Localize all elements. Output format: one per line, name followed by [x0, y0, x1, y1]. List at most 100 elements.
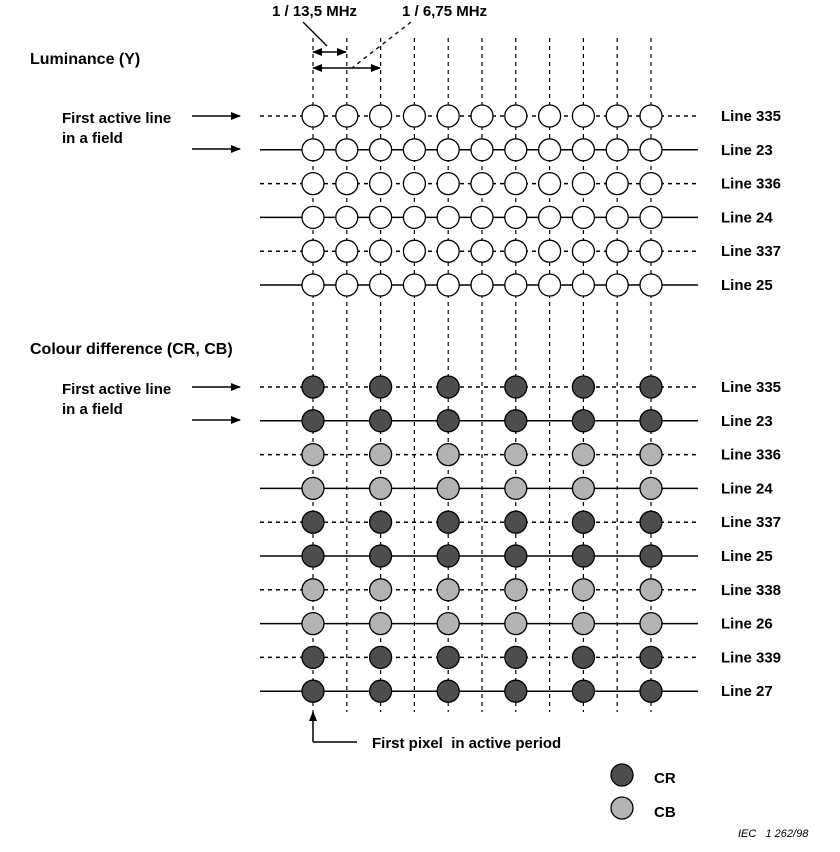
cr-sample	[368, 375, 393, 399]
legend: CR CB	[610, 763, 676, 821]
cb-sample	[571, 578, 596, 602]
luminance-sample	[605, 138, 629, 162]
cb-sample	[301, 611, 325, 636]
cr-sample	[504, 645, 528, 670]
period-coarse-label: 1 / 6,75 MHz	[402, 3, 487, 20]
luminance-sample	[605, 273, 629, 297]
luminance-sample	[537, 138, 562, 162]
luminance-sample	[639, 171, 663, 196]
cb-sample	[301, 476, 325, 501]
chroma-scan-lines	[260, 386, 698, 692]
cr-sample	[639, 544, 663, 568]
luminance-sample	[639, 273, 663, 297]
luminance-sample	[504, 104, 528, 128]
cb-sample	[436, 611, 460, 636]
cr-sample	[436, 375, 460, 399]
colour-difference-title: Colour difference (CR, CB)	[30, 341, 233, 358]
luminance-sample	[335, 205, 359, 230]
luminance-sample	[504, 273, 528, 297]
luminance-sample	[537, 273, 562, 297]
luminance-sample	[571, 239, 596, 263]
luminance-sample	[335, 138, 359, 162]
luminance-sample	[335, 239, 359, 263]
period-coarse-leader	[351, 21, 412, 69]
luminance-sample	[335, 171, 359, 196]
luminance-sample	[402, 104, 427, 128]
legend-cr-swatch	[610, 763, 634, 787]
cr-sample	[639, 645, 663, 670]
luminance-sample	[605, 104, 629, 128]
cr-sample	[571, 409, 596, 433]
cb-sample	[571, 442, 596, 467]
chroma-line-label: Line 26	[721, 616, 773, 633]
cb-sample	[368, 442, 393, 467]
cb-sample	[639, 442, 663, 467]
luminance-sample	[537, 239, 562, 263]
luminance-sample	[605, 171, 629, 196]
luminance-sample	[537, 171, 562, 196]
cr-sample	[571, 679, 596, 703]
cb-sample	[436, 578, 460, 602]
luminance-sample	[335, 104, 359, 128]
chroma-line-label: Line 25	[721, 548, 773, 565]
luminance-sample	[470, 239, 494, 263]
luminance-sample	[368, 239, 393, 263]
luminance-sample	[402, 239, 427, 263]
luminance-line-label: Line 337	[721, 243, 781, 260]
cb-sample	[436, 476, 460, 501]
luminance-sample	[436, 239, 460, 263]
luminance-sample	[436, 205, 460, 230]
cr-sample	[436, 679, 460, 703]
cb-sample	[639, 476, 663, 501]
luminance-sample	[301, 171, 325, 196]
luminance-sample	[368, 171, 393, 196]
luminance-sample	[504, 239, 528, 263]
cr-sample	[436, 409, 460, 433]
cr-sample	[368, 544, 393, 568]
cr-sample	[504, 375, 528, 399]
cr-sample	[639, 510, 663, 534]
luminance-line-label: Line 23	[721, 142, 773, 159]
luminance-sample	[571, 104, 596, 128]
cb-sample	[504, 578, 528, 602]
chroma-line-label: Line 27	[721, 683, 773, 700]
chroma-line-label: Line 23	[721, 413, 773, 430]
luminance-sample	[402, 205, 427, 230]
luminance-line-label: Line 24	[721, 209, 773, 226]
cb-sample	[504, 476, 528, 501]
cb-sample	[368, 476, 393, 501]
cr-sample	[436, 544, 460, 568]
cb-sample	[639, 611, 663, 636]
luminance-sample	[504, 138, 528, 162]
luminance-sample	[470, 273, 494, 297]
luminance-sample	[571, 138, 596, 162]
luminance-sample	[368, 138, 393, 162]
luminance-line-label: Line 25	[721, 277, 773, 294]
chroma-line-label: Line 24	[721, 480, 773, 497]
luminance-sample	[571, 273, 596, 297]
figure-reference: IEC 1 262/98	[738, 828, 809, 840]
cb-sample	[639, 578, 663, 602]
cr-sample	[436, 510, 460, 534]
luminance-sample	[470, 138, 494, 162]
luminance-sample	[301, 205, 325, 230]
cb-sample	[504, 611, 528, 636]
cr-sample	[639, 409, 663, 433]
luminance-sample	[301, 239, 325, 263]
chroma-line-label: Line 338	[721, 582, 781, 599]
cb-sample	[368, 578, 393, 602]
cr-sample	[301, 375, 325, 399]
cr-sample	[368, 510, 393, 534]
luminance-title: Luminance (Y)	[30, 51, 140, 68]
cr-sample	[301, 645, 325, 670]
chroma-first-active-line-label-2: in a field	[62, 401, 123, 418]
cr-sample	[301, 544, 325, 568]
luminance-samples	[301, 104, 663, 297]
luminance-sample	[301, 104, 325, 128]
chroma-line-label: Line 335	[721, 379, 781, 396]
first-pixel-label: First pixel in active period	[372, 735, 561, 752]
cr-sample	[504, 544, 528, 568]
